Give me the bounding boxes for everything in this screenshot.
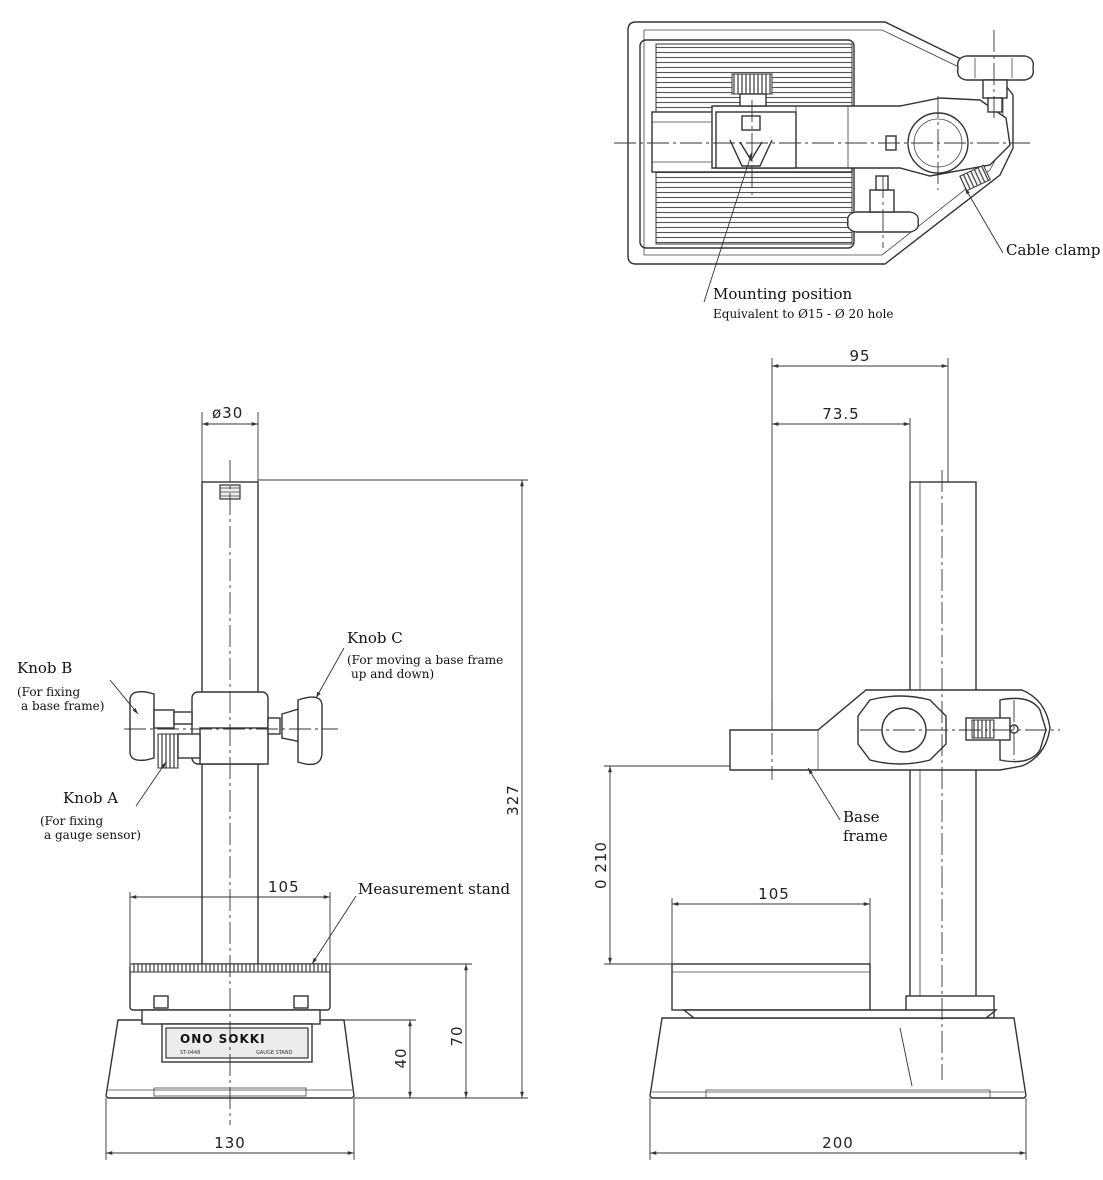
knob-b-label: Knob B [17,659,72,677]
knob-a-leader [135,761,167,807]
side-stage [671,963,871,1011]
knob-b-leader [109,679,139,715]
brand-model: ST-0448 [180,1050,200,1056]
knob-a-note-1: (For fixing [40,814,103,828]
knob-a-note-2: a gauge sensor) [44,828,141,842]
knob-b-note-2: a base frame) [21,699,104,713]
mounting-position-label: Mounting position [713,285,853,303]
top-view [614,21,1035,265]
dim-column-diameter: ø30 [212,404,243,422]
dim-front-stage: 105 [268,878,300,896]
side-view [649,470,1060,1099]
top-holder [715,111,797,169]
front-knob-b [129,690,155,762]
dim-base-height: 40 [392,1047,410,1068]
knob-c-note-2: up and down) [351,667,434,681]
knob-c-note-1: (For moving a base frame [347,653,503,667]
column-leader [899,1027,913,1087]
cable-clamp-label: Cable clamp [1006,241,1100,259]
top-knob-a [731,73,773,95]
base-frame-label-2: frame [843,827,888,845]
dim-reach-outer: 95 [849,347,870,365]
top-knob-c [956,55,1035,81]
brand-logo: ONO SOKKI [180,1032,266,1046]
dim-total-height: 327 [504,784,522,816]
base-frame-label-1: Base [843,808,880,826]
side-base [649,1017,1027,1099]
front-view: ONO SOKKI ST-0448 GAUGE STAND [105,460,355,1125]
dim-side-stage: 105 [758,885,790,903]
dim-stand-height: 70 [448,1025,466,1046]
front-dimensions: ø30 105 327 70 40 130 [105,404,528,1160]
cable-clamp-leader [964,187,1004,254]
front-labels: Knob B (For fixing a base frame) Knob A … [17,629,510,965]
dim-travel: 0 210 [592,841,610,889]
knob-b-note-1: (For fixing [17,685,80,699]
dim-reach-inner: 73.5 [822,405,859,423]
dim-front-base: 130 [214,1134,246,1152]
dim-side-base: 200 [822,1134,854,1152]
mounting-position-leader [703,151,753,303]
brand-product: GAUGE STAND [256,1050,293,1056]
side-dimensions: 95 73.5 0 210 105 200 [592,347,1027,1160]
measurement-stand-label: Measurement stand [358,880,510,898]
top-cable-clamp [959,164,991,192]
front-knob-a [157,733,179,769]
knob-c-label: Knob C [347,629,403,647]
base-frame-leader [807,767,841,821]
knob-c-leader [315,647,345,699]
knob-a-label: Knob A [63,789,118,807]
mounting-position-note: Equivalent to Ø15 - Ø 20 hole [713,307,894,321]
top-base-outline [627,21,1014,265]
measurement-stand-leader [311,895,357,965]
